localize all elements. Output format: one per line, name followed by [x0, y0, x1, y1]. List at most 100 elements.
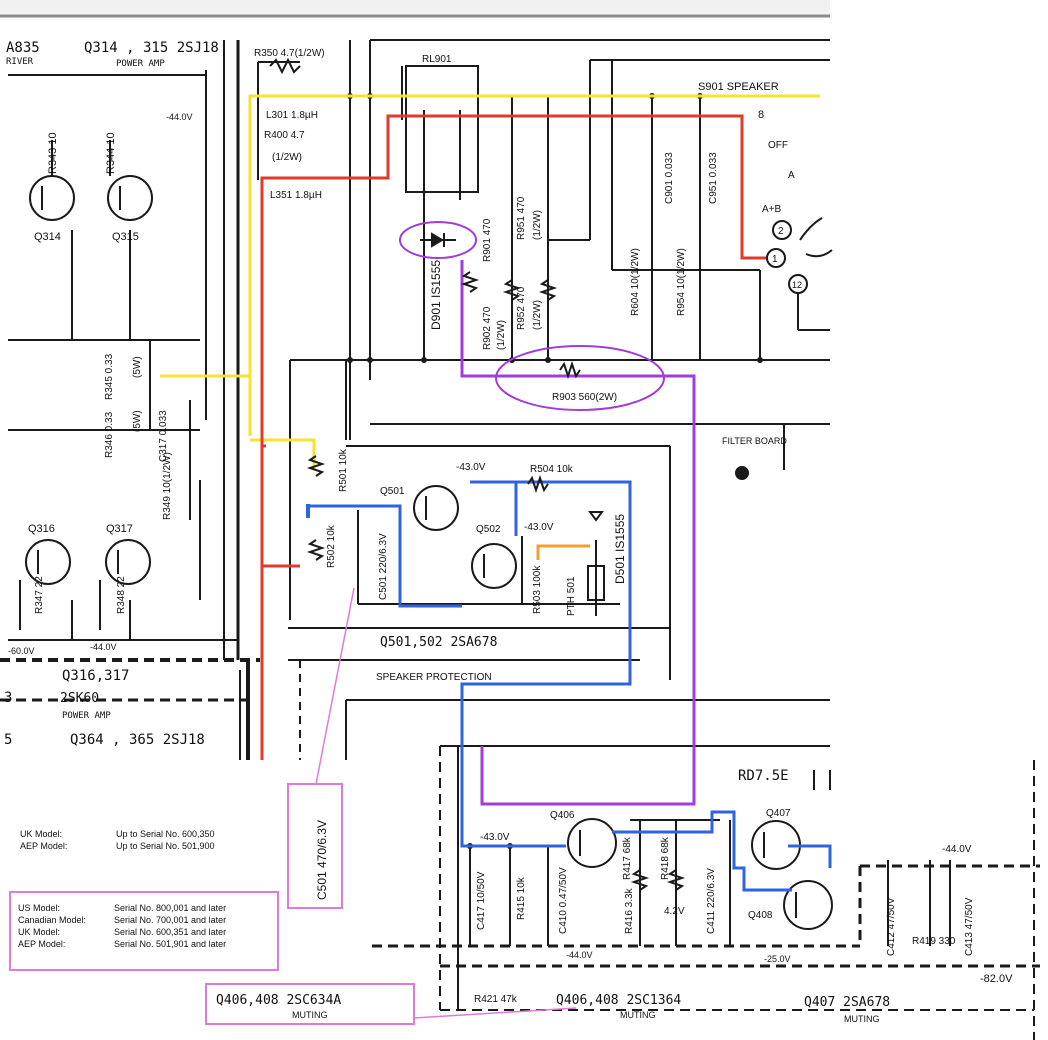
label-sw-off: OFF	[768, 140, 788, 151]
label-s901: S901 SPEAKER	[698, 81, 779, 93]
label-c317: C317 0.033	[158, 410, 169, 462]
q406-pointer-line	[413, 1007, 577, 1019]
scan-top-band	[0, 0, 830, 14]
label-r345: R345 0.33	[104, 353, 115, 400]
label-r954: R954 10(1/2W)	[676, 248, 687, 316]
label-q406-408-mid: Q406,408 2SC1364	[556, 993, 681, 1008]
label-v44b: -44.0V	[942, 844, 972, 855]
blue-trace-4	[612, 810, 792, 892]
label-r604: R604 10(1/2W)	[630, 248, 641, 316]
label-r349: R349 10(1/2W)	[162, 452, 173, 520]
c501-pointer-line	[315, 587, 355, 785]
label-c417: C417 10/50V	[476, 871, 487, 930]
label-q316-part: 2SK60	[60, 691, 99, 706]
old-model-serial: Up to Serial No. 600,350	[116, 829, 215, 839]
label-sw-ab: A+B	[762, 204, 782, 215]
label-q501-footer: Q501,502 2SA678	[380, 635, 497, 650]
new-model-model: US Model:	[18, 903, 61, 913]
label-q406: Q406	[550, 810, 575, 821]
label-d901: D901 IS1555	[429, 260, 443, 330]
label-t12: 12	[792, 280, 802, 290]
new-model-row: AEP Model: Serial No. 501,901 and later	[18, 938, 226, 950]
label-r421: R421 47k	[474, 994, 518, 1005]
label-c951: C951 0.033	[708, 152, 719, 204]
label-q315: Q315	[112, 231, 139, 243]
label-c412: C412 47/50V	[886, 897, 897, 956]
blue-trace	[308, 504, 462, 608]
label-r902-w: (1/2W)	[496, 320, 507, 350]
d901-diode-symbol	[420, 232, 456, 248]
r903-highlight-ellipse	[495, 345, 665, 411]
yellow-trace-3	[250, 438, 316, 470]
label-r951-w: (1/2W)	[532, 210, 543, 240]
black-wiring	[0, 39, 1040, 1040]
old-model-model: UK Model:	[20, 829, 63, 839]
model-serial-box	[9, 891, 279, 971]
label-v44top: -44.0V	[166, 112, 193, 122]
label-v43b: -43.0V	[524, 522, 554, 533]
label-river: RIVER	[6, 57, 34, 67]
new-model-serial: Serial No. 501,901 and later	[114, 939, 227, 949]
label-q364-title: Q364 , 365 2SJ18	[70, 732, 205, 748]
label-l301: L301 1.8µH	[266, 110, 318, 121]
label-q406-new: Q406,408 2SC634A	[216, 993, 341, 1008]
label-sw-8: 8	[758, 109, 764, 121]
label-d501: D501 IS1555	[613, 514, 627, 584]
c501-new-box	[287, 783, 343, 909]
label-q314-sub: POWER AMP	[116, 59, 165, 69]
label-r501: R501 10k	[338, 448, 349, 492]
label-q407: Q407	[766, 808, 791, 819]
red-trace	[260, 114, 770, 760]
label-side-3: 3	[4, 690, 12, 706]
label-r951: R951 470	[516, 196, 527, 240]
label-muting-new: MUTING	[292, 1010, 328, 1020]
label-filter-board: FILTER BOARD	[722, 436, 787, 446]
label-c413: C413 47/50V	[964, 897, 975, 956]
yellow-trace	[248, 94, 820, 436]
label-r343: R343 10	[47, 132, 59, 174]
labels: A835 RIVER Q314 , 315 2SJ18 POWER AMP R3…	[4, 40, 1013, 1024]
label-q314: Q314	[34, 231, 61, 243]
label-q502: Q502	[476, 524, 501, 535]
old-model-row: AEP Model:Up to Serial No. 501,900	[20, 840, 215, 852]
blue-trace-2	[460, 480, 632, 848]
label-r345-w: (5W)	[132, 356, 143, 378]
label-q314-title: Q314 , 315 2SJ18	[84, 40, 219, 56]
label-r901: R901 470	[482, 218, 493, 262]
new-model-row: UK Model:Serial No. 600,351 and later	[18, 926, 226, 938]
label-q316-title: Q316,317	[62, 668, 129, 684]
label-r416: R416 3.3k	[624, 887, 635, 934]
new-model-model: AEP Model:	[18, 939, 66, 949]
new-model-serial: Serial No. 700,001 and later	[114, 915, 227, 925]
label-r902: R902 470	[482, 306, 493, 350]
label-r346: R346 0.33	[104, 411, 115, 458]
label-r502: R502 10k	[326, 524, 337, 568]
new-model-serial: Serial No. 600,351 and later	[114, 927, 227, 937]
label-q317: Q317	[106, 523, 133, 535]
blue-trace-5	[788, 844, 832, 868]
new-model-serial: Serial No. 800,001 and later	[114, 903, 227, 913]
label-rd-title: RD7.5E	[738, 768, 789, 784]
label-v25: -25.0V	[764, 954, 791, 964]
old-model-row: UK Model: Up to Serial No. 600,350	[20, 828, 215, 840]
label-r952-w: (1/2W)	[532, 300, 543, 330]
label-q316-sub: POWER AMP	[62, 711, 111, 721]
q406-new-box	[205, 983, 415, 1025]
old-model-model: AEP Model:	[20, 841, 68, 851]
label-speaker-protection: SPEAKER PROTECTION	[376, 672, 492, 683]
label-q501: Q501	[380, 486, 405, 497]
label-l351: L351 1.8µH	[270, 190, 322, 201]
label-side-5: 5	[4, 732, 12, 748]
label-q316: Q316	[28, 523, 55, 535]
label-v43c: -43.0V	[480, 832, 510, 843]
label-r346-w: (5W)	[132, 410, 143, 432]
new-model-row: US Model: Serial No. 800,001 and later	[18, 902, 226, 914]
label-a835: A835	[6, 40, 40, 56]
label-t1: 1	[772, 254, 778, 265]
resistor-symbols	[269, 57, 686, 891]
label-r415: R415 10k	[516, 876, 527, 920]
